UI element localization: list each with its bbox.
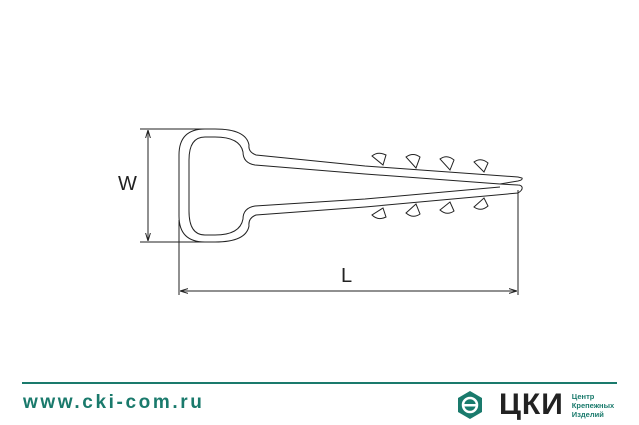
logo-subtitle-line: Крепежных	[571, 400, 615, 410]
clip-barbs	[371, 152, 489, 220]
width-label: W	[118, 173, 137, 195]
logo-name: ЦКИ	[499, 388, 564, 421]
clip-inner-outline	[188, 136, 501, 236]
logo-subtitle-line: Центр	[571, 391, 595, 401]
company-logo: ЦКИ Центр Крепежных Изделий	[455, 390, 614, 420]
cable-clip-drawing	[140, 128, 523, 295]
clip-outer-outline	[178, 128, 523, 243]
logo-subtitle-line: Изделий	[571, 409, 604, 419]
length-label: L	[341, 265, 353, 287]
website-link[interactable]: www.cki-com.ru	[23, 392, 205, 413]
hexagon-logo-icon	[458, 391, 482, 419]
logo-subtitle: Центр Крепежных Изделий	[572, 392, 614, 419]
footer-divider	[22, 382, 617, 384]
